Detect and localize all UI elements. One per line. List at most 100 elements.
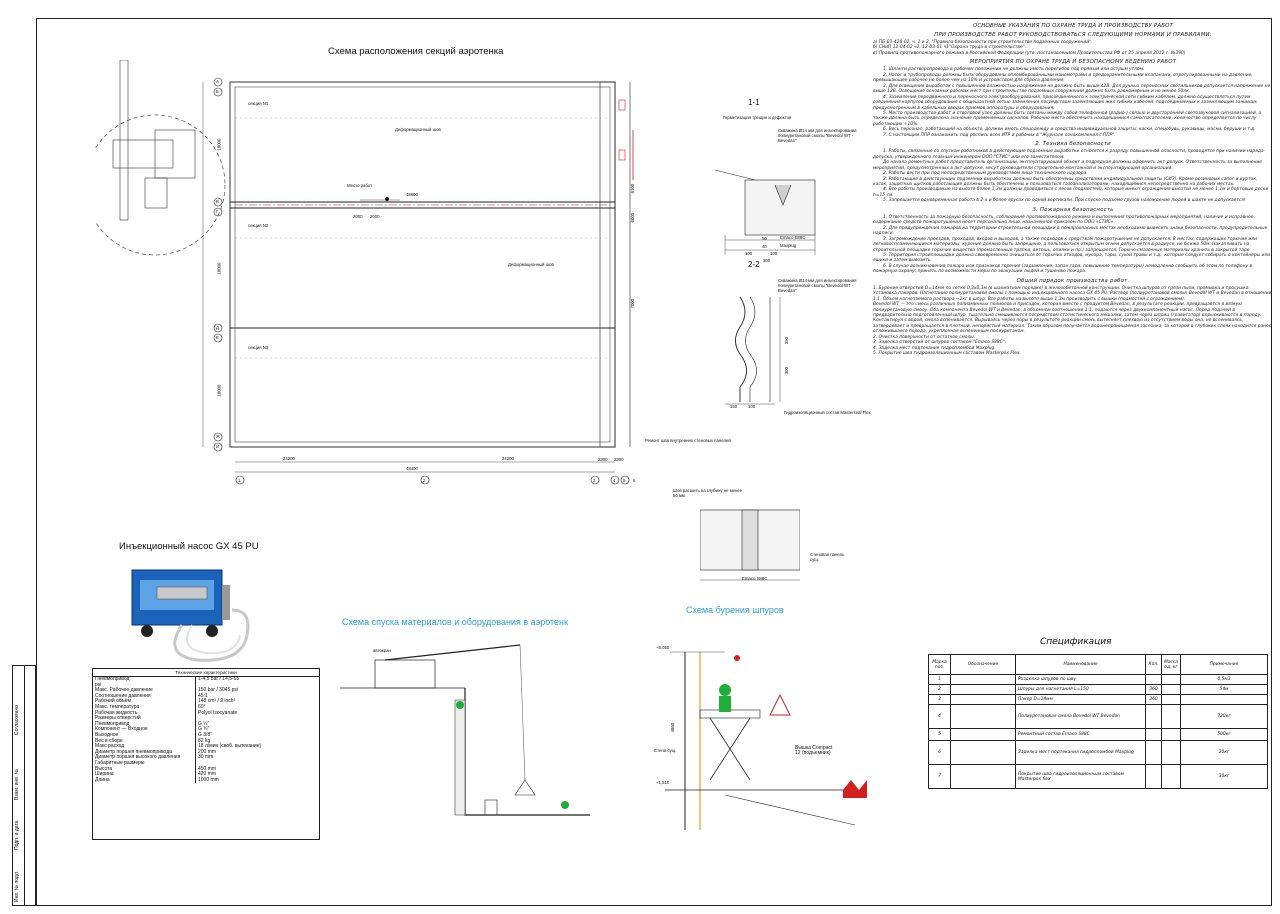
- section-1-1-emaco: Emaco S88C: [780, 235, 806, 240]
- row-axis-g: Г: [216, 209, 219, 214]
- deform-seam-note-2: Деформационный шов: [508, 262, 554, 267]
- level-top: +8,050: [656, 645, 670, 650]
- notes-intro-c: в) Правила противопожарного режима в Рос…: [873, 50, 1186, 56]
- section-1-1-subtitle: Герметизация трещин и дефектов: [723, 115, 792, 120]
- deform-seam-note-1: Деформационный шов: [395, 127, 441, 132]
- col-axis-1: 1: [238, 478, 241, 483]
- stamp-label-inv: Инв. № подл.: [14, 870, 20, 902]
- pump-title: Инъекционный насос GX 45 PU: [119, 541, 259, 552]
- wall-label: Стена сущ.: [654, 748, 677, 753]
- sheet-frame: [36, 18, 1272, 906]
- notes-item: 4. Все работы производимые на высоте бол…: [873, 187, 1269, 198]
- notes-item: 5. Запрещается одновременная работа в 2-…: [883, 198, 1246, 204]
- section-2-2-dim-c: 350: [783, 337, 789, 345]
- dim-h2: 18000: [216, 262, 222, 275]
- dim-mid-length: 48600: [406, 192, 418, 197]
- dim-bottom-mid: 24200: [502, 456, 514, 461]
- spec-header-des: Обозначение: [950, 654, 1016, 675]
- safety-notes: ОСНОВНЫЕ УКАЗАНИЯ ПО ОХРАНЕ ТРУДА И ПРОИ…: [873, 20, 1273, 357]
- notes-item: 2. Работы вести при под непосредственным…: [883, 171, 1088, 177]
- col-axis-2: 2: [423, 478, 426, 483]
- section-1-1-dim-c: 100: [745, 251, 753, 256]
- section-label-1: секция N1: [248, 101, 269, 106]
- spec-header-name: Наименование: [1015, 654, 1146, 675]
- section-1-1-drill-label: Скважина Ø14 мм для инъектирования полиу…: [778, 128, 857, 144]
- section-2-2-dim-b: 100: [748, 404, 756, 409]
- notes-item: 5. Покрытие шва гидроизоляционным состав…: [873, 351, 1021, 357]
- stamp-label-approved: Согласовано: [14, 704, 20, 735]
- notes-item: До начала ремонтных работ представитель …: [873, 160, 1263, 171]
- notes-item: 3. Для освещения выработок с повышенной …: [873, 83, 1271, 95]
- notes-item: 5. Место производства работ и стволовой …: [873, 110, 1262, 127]
- notes-heading-procedure: Общий порядок производства работ.: [1016, 277, 1130, 284]
- descent-drawing: [340, 644, 590, 816]
- dim-seam-a: 2000: [353, 214, 363, 219]
- dim-right-a: 6100: [630, 183, 636, 194]
- notes-item: 1. Ответственность за пожарную безопасно…: [873, 214, 1254, 226]
- dim-right-side-a: 2300: [598, 457, 608, 462]
- spec-title: Спецификация: [1040, 637, 1112, 647]
- section-2-2-drill-label: Скважина Ø14 мм для инъектирования полиу…: [778, 278, 857, 294]
- notes-item: 2. Очистка поверхности от остатков смолы…: [873, 334, 976, 340]
- notes-item: 4. Заделка мест подтекания гидропломбой …: [873, 345, 996, 351]
- notes-item: 5. Территория стройплощадки должна своев…: [873, 252, 1271, 264]
- section-label-2: секция N2: [248, 223, 269, 228]
- notes-item: 2. Для предупреждения пожаров на террито…: [873, 225, 1268, 237]
- dim-bottom-total: 48400: [406, 466, 418, 471]
- spec-header-pos: Марка поз.: [928, 654, 951, 675]
- drilling-drawing: [665, 651, 867, 830]
- notes-item: 6. Весь персонал, работающий на объекте,…: [883, 127, 1256, 133]
- row-axis-b: Б: [216, 89, 219, 94]
- col-axis-5: 5: [623, 478, 626, 483]
- pump-image: [131, 569, 250, 662]
- row-axis-i: И: [216, 444, 220, 449]
- notes-heading-measures: МЕРОПРИЯТИЯ ПО ОХРАНЕ ТРУДА И БЕЗОПАСНОМ…: [969, 59, 1177, 66]
- row-axis-a: А: [216, 79, 219, 84]
- dim-bottom-left: 24200: [283, 456, 295, 461]
- spec-row: psi: [93, 682, 319, 689]
- dim-right-side-b: 2300: [614, 457, 624, 462]
- section-2-2-flex-label: Гидроизоляционный состав Masterseal Flex: [784, 410, 871, 415]
- section-2-2-drawing: [725, 296, 781, 405]
- section-1-1-dim-a: 50: [762, 236, 767, 241]
- section-1-1-dim-e: 300: [763, 258, 771, 263]
- spec-table: Марка поз. Обозначение Наименование Кол.…: [928, 654, 1268, 789]
- notes-intro-b: б) СНиП 12-04-02 ч2, 12-03-01 ч1"Охрана …: [873, 45, 1027, 51]
- spec-header-note: Примечание: [1180, 654, 1268, 675]
- notes-item: 4. Заземление передвижного и переносного…: [873, 94, 1258, 111]
- tank-plan: [95, 60, 634, 485]
- work-place-note: Место работ: [347, 183, 373, 188]
- drilling-title: Схема бурения шпуров: [686, 605, 784, 615]
- row-axis-zh: Ж: [216, 434, 220, 439]
- section-1-1-drawing: [714, 169, 816, 255]
- section-2-2-title: 2-2: [748, 260, 760, 269]
- pump-specs-caption: Технические характеристики: [93, 669, 319, 677]
- notes-item: 3. Работающие в действующих подземных вы…: [873, 176, 1258, 187]
- notes-item: 3. Загромождение проездов, проходов, вхо…: [873, 236, 1258, 253]
- notes-heading-main: ОСНОВНЫЕ УКАЗАНИЯ ПО ОХРАНЕ ТРУДА И ПРОИ…: [972, 23, 1174, 29]
- joint-emaco-label: Emaco S88C: [742, 576, 768, 581]
- section-label-3: секция N3: [248, 345, 269, 350]
- row-axis-v: В: [216, 199, 219, 204]
- joint-panel-label: Стеновая панель сущ.: [810, 552, 845, 563]
